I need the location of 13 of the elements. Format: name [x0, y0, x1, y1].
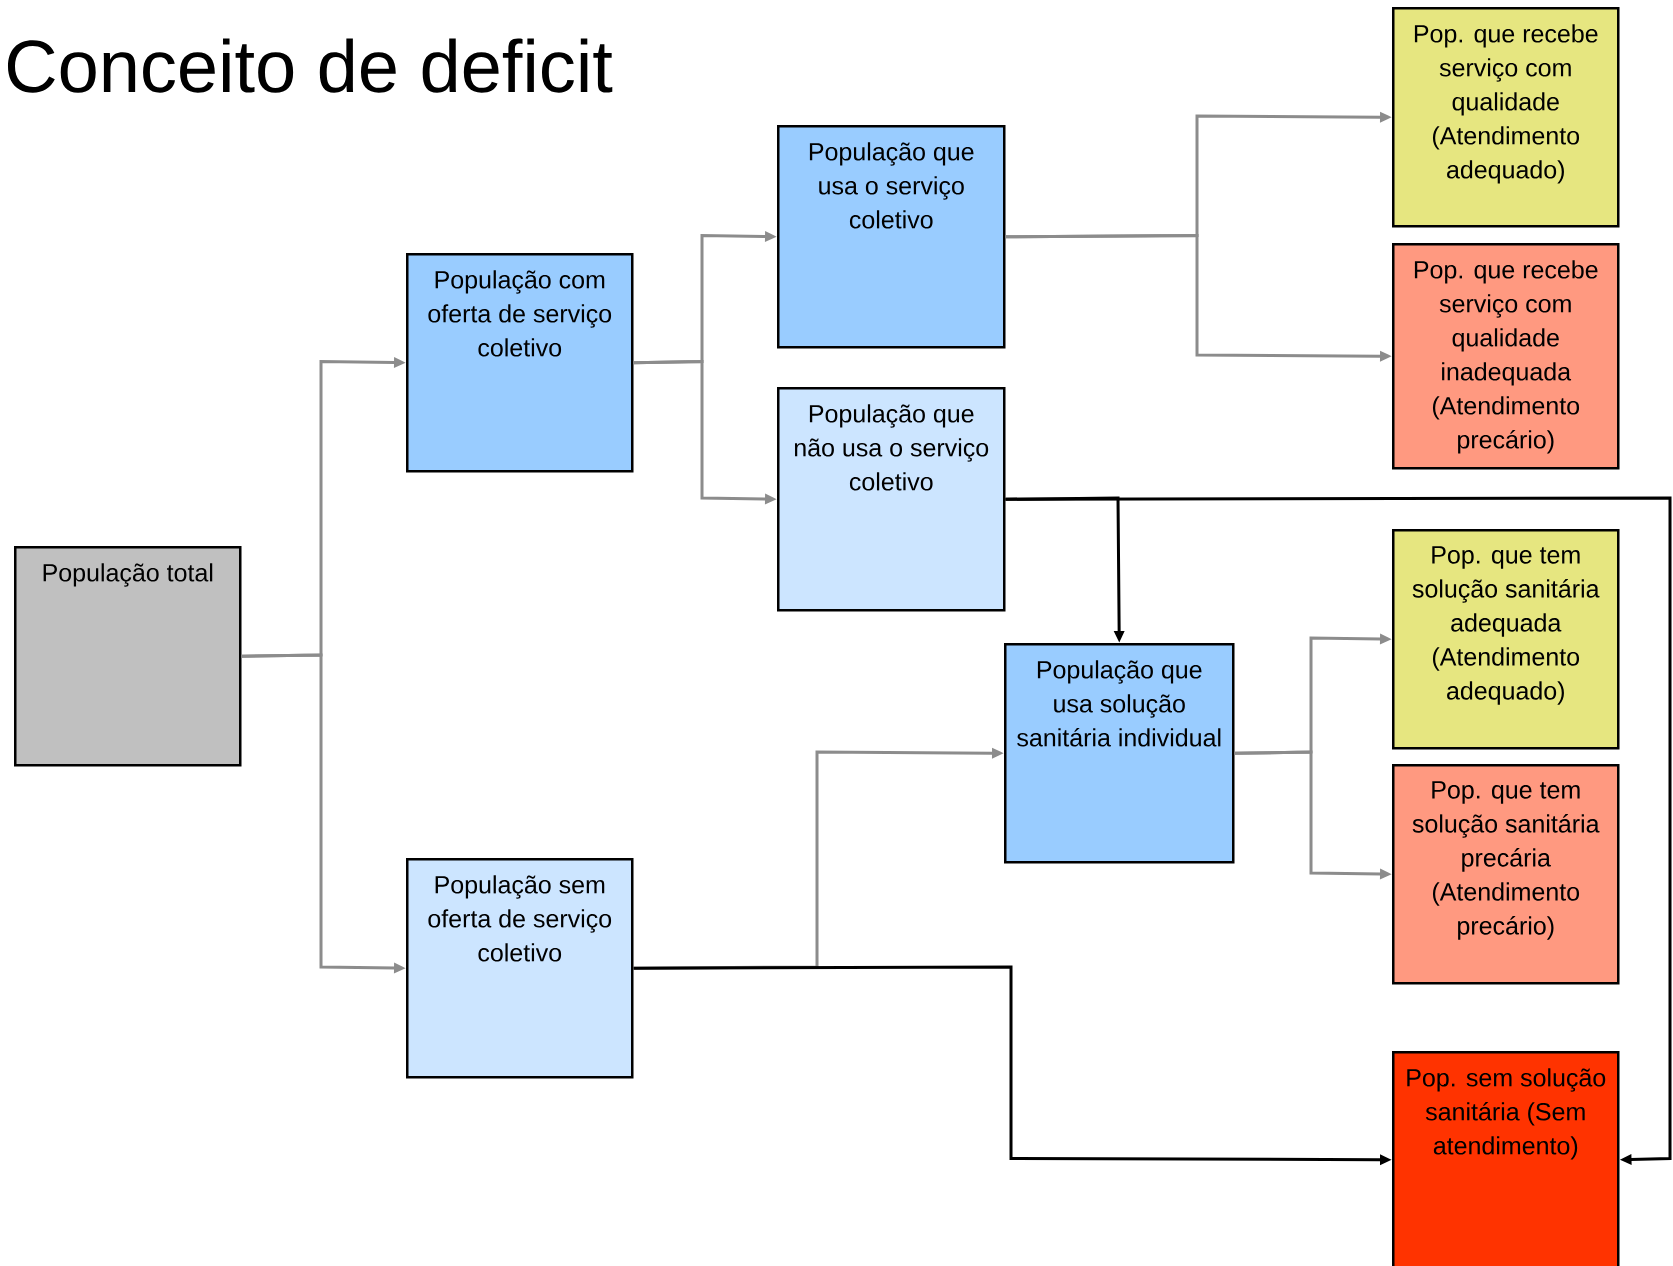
outcome-box: Pop. que recebe serviço com qualidade (Atendimento adequado) [1392, 7, 1620, 228]
outcome-box: Pop. que tem solução sanitária precária (Atendimento precário) [1392, 764, 1620, 985]
process-box: População com oferta de serviço coletivo [406, 253, 634, 473]
title: Conceito de deficit [7, 38, 613, 93]
outcome-box: Pop. sem solução sanitária (Sem atendimento) [1392, 1051, 1620, 1266]
process-box: População que não usa o serviço coletivo [777, 387, 1006, 612]
total-box: População total [14, 546, 242, 767]
process-box: População que usa solução sanitária individual [1004, 643, 1235, 864]
process-box: População sem oferta de serviço coletivo [406, 858, 634, 1079]
process-box: População que usa o serviço coletivo [777, 125, 1006, 349]
outcome-box: Pop. que tem solução sanitária adequada (Atendimento adequado) [1392, 529, 1620, 750]
outcome-box: Pop. que recebe serviço com qualidade inadequada (Atendimento precário) [1392, 243, 1620, 470]
arrow [1005, 496, 1672, 1165]
